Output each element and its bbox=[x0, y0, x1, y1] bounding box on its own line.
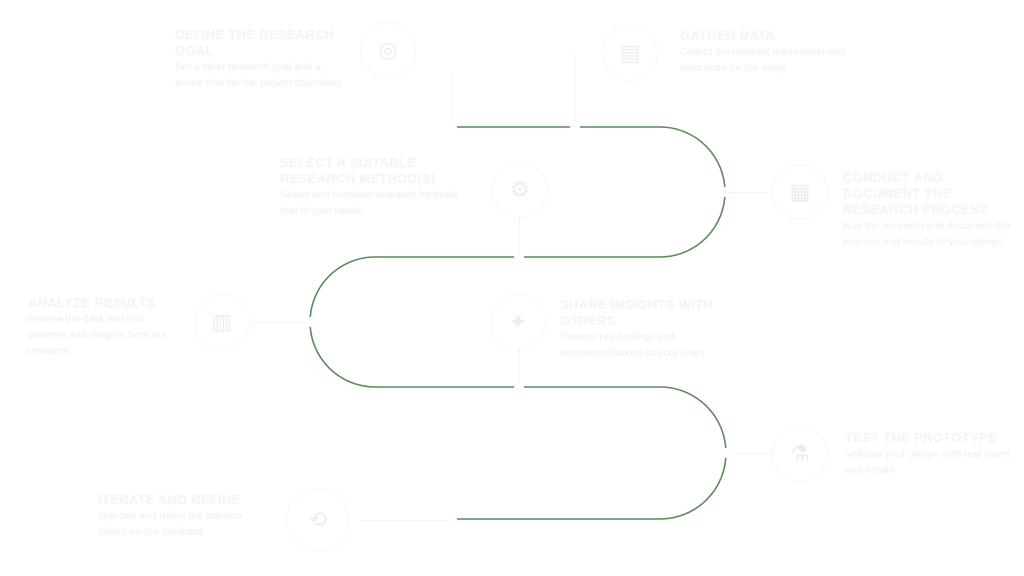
step-title: Gather data bbox=[680, 28, 776, 43]
step-description: Validate your design with real users and… bbox=[845, 448, 1010, 476]
road-marker bbox=[514, 382, 524, 392]
step-title: Conduct and document the research proces… bbox=[843, 170, 988, 217]
step-5: Analyze results Review the data and find… bbox=[28, 295, 183, 359]
step-description: Run the research and document the proces… bbox=[843, 220, 1011, 248]
road-marker bbox=[514, 252, 524, 262]
road-marker bbox=[447, 122, 457, 132]
step-title: Analyze results bbox=[28, 295, 157, 310]
step-title: Share insights with others bbox=[560, 297, 714, 328]
step-description: Collect the relevant information and res… bbox=[680, 46, 846, 74]
step-4: Conduct and document the research proces… bbox=[843, 170, 1013, 250]
connector-line bbox=[362, 520, 448, 521]
step-title: Define the research goal bbox=[175, 27, 335, 58]
connector-line bbox=[252, 322, 306, 323]
connector-line bbox=[731, 453, 772, 454]
test-icon: ⚗ bbox=[772, 426, 828, 482]
road-marker bbox=[570, 122, 580, 132]
step-description: Review the data and find patterns and in… bbox=[28, 313, 167, 357]
connector-line bbox=[575, 55, 576, 123]
gear-icon: ⚙ bbox=[492, 162, 548, 218]
connector-line bbox=[519, 218, 520, 254]
step-description: Improve and refine the solution based on… bbox=[98, 510, 243, 538]
road-marker bbox=[720, 187, 730, 197]
road-marker bbox=[721, 448, 731, 458]
document-icon: ▦ bbox=[772, 164, 828, 220]
target-icon: ◎ bbox=[360, 22, 416, 78]
step-1: Define the research goal Set a clear res… bbox=[175, 27, 350, 91]
step-title: Test the prototype bbox=[845, 430, 997, 445]
step-8: Iterate and refine Improve and refine th… bbox=[98, 492, 273, 540]
refresh-icon: ⟲ bbox=[286, 488, 350, 552]
connector-line bbox=[730, 192, 772, 193]
step-description: Set a clear research goal and a scope th… bbox=[175, 61, 342, 89]
lightbulb-icon: ✦ bbox=[490, 294, 546, 350]
step-description: Select and combine research methods that… bbox=[280, 189, 460, 217]
connector-line bbox=[519, 350, 520, 384]
step-description: Present key findings and recommendations… bbox=[560, 331, 705, 359]
step-title: Select a suitable research method(s) bbox=[280, 155, 436, 186]
step-6: Share insights with others Present key f… bbox=[560, 297, 755, 361]
road-marker bbox=[305, 317, 315, 327]
connector-line bbox=[452, 78, 453, 124]
step-2: Gather data Collect the relevant informa… bbox=[680, 28, 855, 76]
step-title: Iterate and refine bbox=[98, 492, 241, 507]
chart-icon: ▥ bbox=[194, 294, 250, 350]
road-marker bbox=[447, 514, 457, 524]
data-icon: ▤ bbox=[602, 25, 658, 81]
step-3: Select a suitable research method(s) Sel… bbox=[280, 155, 475, 219]
step-7: Test the prototype Validate your design … bbox=[845, 430, 1015, 478]
